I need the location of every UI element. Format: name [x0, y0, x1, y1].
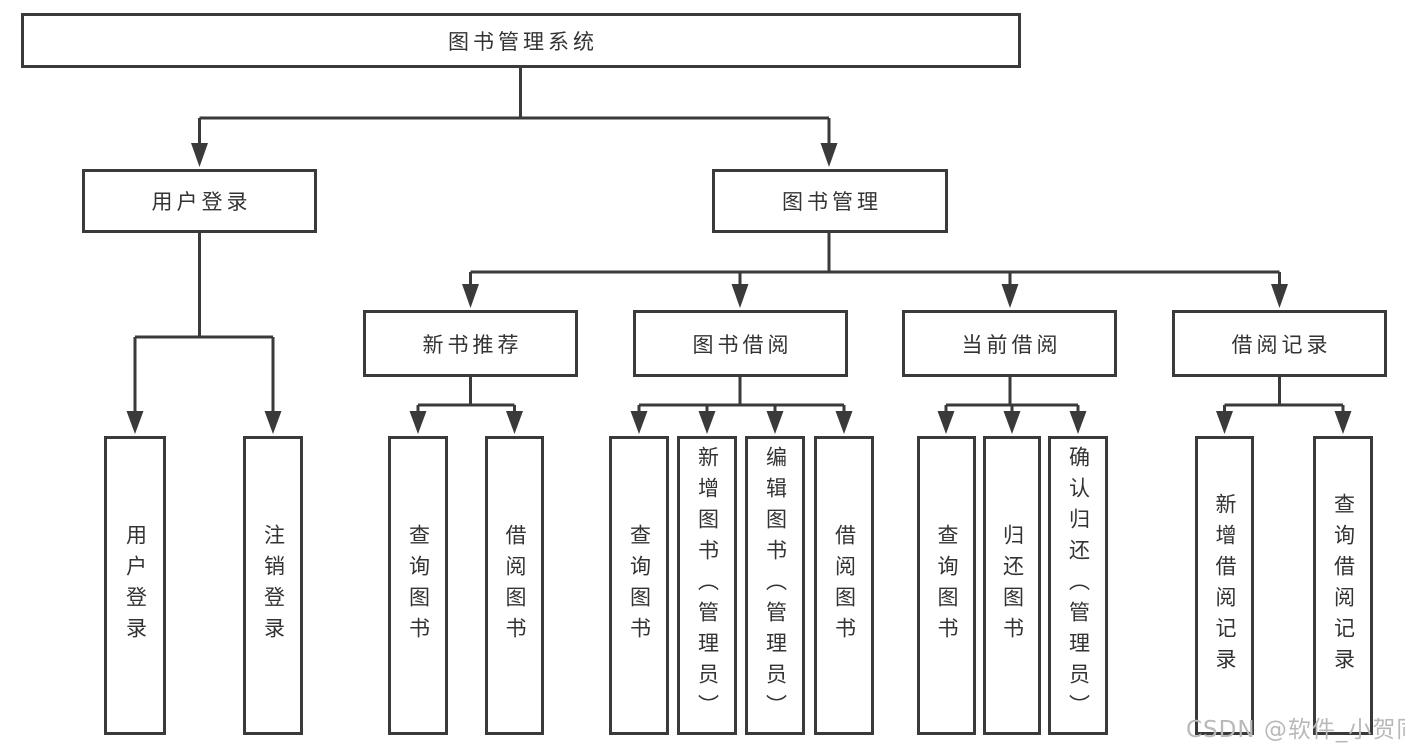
leaf-recommend-borrow-books: 借阅图书	[485, 436, 544, 735]
leaf-current-confirm-return-admin-label: 确认归还（管理员）	[1066, 446, 1091, 725]
leaf-current-confirm-return-admin: 确认归还（管理员）	[1048, 436, 1108, 735]
leaf-recommend-borrow-books-label: 借阅图书	[503, 523, 527, 648]
node-new-book-recommend-label: 新书推荐	[422, 332, 523, 357]
leaf-recommend-query-books-label: 查询图书	[406, 523, 431, 648]
leaf-borrow-query-books: 查询图书	[609, 436, 669, 735]
leaf-borrow-add-books-admin: 新增图书（管理员）	[677, 436, 737, 735]
node-borrow-records: 借阅记录	[1172, 310, 1387, 377]
leaf-current-query-books-label: 查询图书	[935, 523, 959, 648]
leaf-borrow-edit-books-admin-label: 编辑图书（管理员）	[763, 446, 788, 725]
leaf-records-query-record-label: 查询借阅记录	[1331, 492, 1356, 679]
leaf-current-return-books: 归还图书	[983, 436, 1041, 735]
node-book-management-label: 图书管理	[782, 190, 882, 214]
leaf-records-add-record: 新增借阅记录	[1195, 436, 1254, 735]
leaf-logout-login-label: 注销登录	[261, 523, 286, 648]
leaf-borrow-borrow-books: 借阅图书	[814, 436, 874, 735]
leaf-user-login: 用户登录	[104, 436, 166, 735]
leaf-borrow-query-books-label: 查询图书	[627, 523, 652, 648]
watermark: CSDN @软件_小贺同学	[1186, 717, 1405, 743]
leaf-borrow-add-books-admin-label: 新增图书（管理员）	[695, 446, 720, 725]
node-book-borrow: 图书借阅	[633, 310, 848, 377]
leaf-borrow-edit-books-admin: 编辑图书（管理员）	[745, 436, 805, 735]
node-root-label: 图书管理系统	[448, 29, 598, 54]
leaf-logout-login: 注销登录	[243, 436, 303, 735]
arrowheads	[126, 143, 1352, 434]
connector-strokes	[133, 68, 1345, 413]
node-current-borrow-label: 当前借阅	[961, 332, 1062, 357]
node-book-borrow-label: 图书借阅	[692, 332, 793, 357]
node-user-login: 用户登录	[82, 169, 317, 233]
node-root: 图书管理系统	[21, 13, 1021, 68]
node-user-login-label: 用户登录	[151, 190, 252, 214]
node-borrow-records-label: 借阅记录	[1231, 332, 1332, 357]
leaf-current-return-books-label: 归还图书	[1000, 523, 1025, 648]
node-book-management: 图书管理	[712, 169, 948, 233]
leaf-records-query-record: 查询借阅记录	[1313, 436, 1373, 735]
leaf-recommend-query-books: 查询图书	[388, 436, 448, 735]
leaf-user-login-label: 用户登录	[123, 523, 148, 648]
leaf-current-query-books: 查询图书	[917, 436, 976, 735]
leaf-borrow-borrow-books-label: 借阅图书	[832, 523, 857, 648]
node-current-borrow: 当前借阅	[902, 310, 1117, 377]
node-new-book-recommend: 新书推荐	[363, 310, 578, 377]
leaf-records-add-record-label: 新增借阅记录	[1213, 492, 1237, 679]
